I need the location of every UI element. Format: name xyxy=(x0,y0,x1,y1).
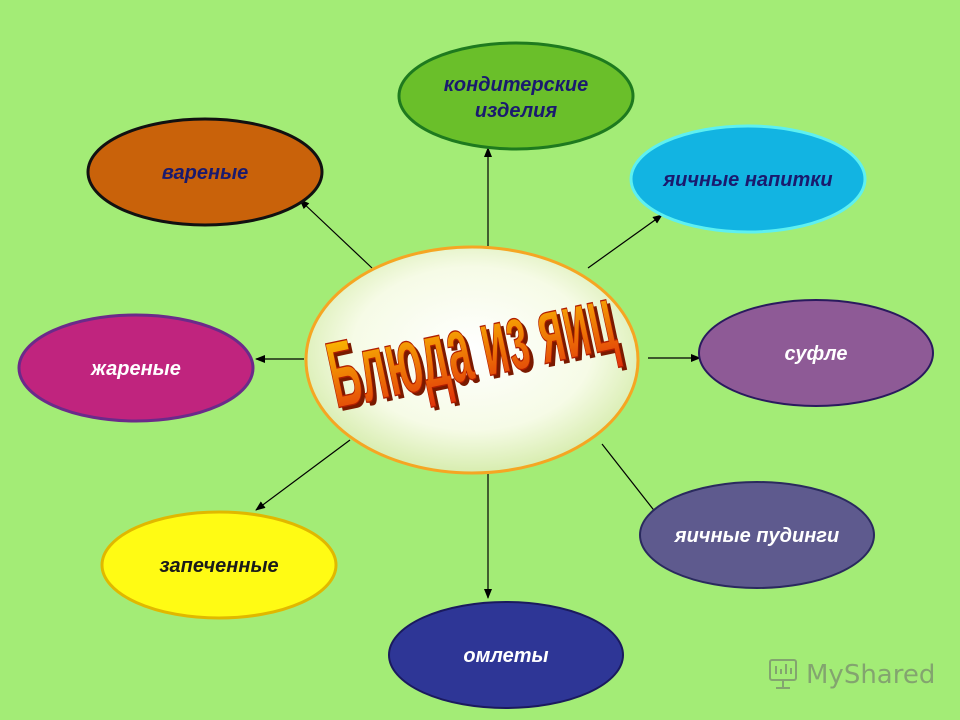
presentation-icon xyxy=(769,659,797,689)
node-label: суфле xyxy=(785,343,848,365)
center-node: Блюда из яиц Блюда из яиц xyxy=(304,245,640,475)
node-varenye: вареные xyxy=(86,117,324,227)
node-omlety: омлеты xyxy=(388,601,624,709)
arrow-to-pudingi xyxy=(601,443,661,519)
node-zapechennye: запеченные xyxy=(100,510,338,620)
node-label-line2: изделия xyxy=(475,100,558,122)
watermark: MyShared xyxy=(769,659,935,690)
node-label: жареные xyxy=(90,358,181,380)
arrows xyxy=(255,147,701,599)
node-label: яичные напитки xyxy=(662,169,832,191)
node-label: омлеты xyxy=(463,645,548,667)
node-yaichnye-pudingi: яичные пудинги xyxy=(639,481,875,589)
arrow-to-napitki xyxy=(587,214,663,269)
node-yaichnye-napitki: яичные напитки xyxy=(629,124,867,234)
node-label: вареные xyxy=(162,162,249,184)
arrow-to-varenye xyxy=(299,199,373,269)
node-label-line1: кондитерские xyxy=(444,74,588,96)
node-sufle: суфле xyxy=(698,299,934,407)
node-label: запеченные xyxy=(159,555,278,577)
watermark-text: MyShared xyxy=(806,660,935,690)
node-konditerskie-izdeliya: кондитерские изделия xyxy=(397,41,635,151)
arrow-to-zapechennye xyxy=(255,439,351,511)
node-zharenye: жареные xyxy=(17,313,255,423)
node-label: яичные пудинги xyxy=(674,525,839,547)
center-ellipse xyxy=(304,245,640,475)
